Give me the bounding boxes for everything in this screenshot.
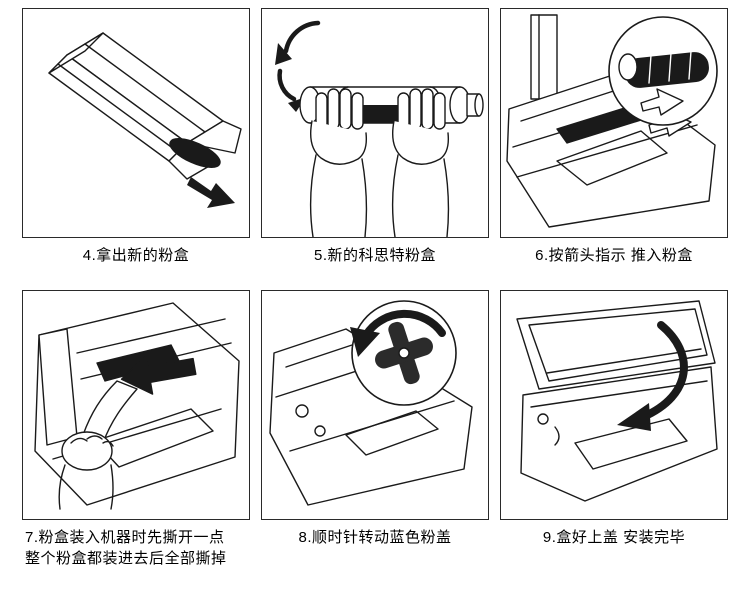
step-6-illustration-frame bbox=[500, 8, 728, 238]
step-9-illustration-frame bbox=[500, 290, 728, 520]
step-panel-7: 7.粉盒装入机器时先撕开一点 整个粉盒都装进去后全部撕掉 bbox=[22, 290, 250, 569]
steps-row-top: 4.拿出新的粉盒 bbox=[22, 8, 728, 266]
roller-drawing bbox=[625, 52, 709, 88]
step-6-drawing bbox=[506, 14, 718, 228]
rotate-arrow-icon bbox=[362, 309, 446, 339]
step-panel-6: 6.按箭头指示 推入粉盒 bbox=[500, 8, 728, 266]
step-panel-9: 9.盒好上盖 安装完毕 bbox=[500, 290, 728, 569]
step-7-caption: 7.粉盒装入机器时先撕开一点 整个粉盒都装进去后全部撕掉 bbox=[22, 527, 250, 569]
step-5-caption: 5.新的科思特粉盒 bbox=[313, 247, 436, 264]
step-5-drawing bbox=[275, 20, 484, 237]
step-8-caption: 8.顺时针转动蓝色粉盖 bbox=[298, 529, 452, 546]
step-4-caption: 4.拿出新的粉盒 bbox=[82, 247, 190, 264]
top-cover-drawing bbox=[516, 300, 716, 390]
step-panel-8: 8.顺时针转动蓝色粉盖 bbox=[261, 290, 489, 569]
step-7-drawing bbox=[34, 302, 240, 510]
step-5-illustration-frame bbox=[261, 8, 489, 238]
steps-row-bottom: 7.粉盒装入机器时先撕开一点 整个粉盒都装进去后全部撕掉 bbox=[22, 290, 728, 569]
step-9-caption: 9.盒好上盖 安装完毕 bbox=[542, 529, 686, 546]
printer-drawing bbox=[269, 328, 473, 506]
inset-arrow-icon bbox=[640, 88, 684, 116]
step-7-caption-line-1: 7.粉盒装入机器时先撕开一点 bbox=[25, 529, 225, 546]
magnifier-inset bbox=[350, 300, 457, 406]
step-panel-4: 4.拿出新的粉盒 bbox=[22, 8, 250, 266]
hands-drawing bbox=[309, 88, 450, 237]
hand-pulling-tape-drawing bbox=[58, 380, 138, 510]
close-cover-arrow-icon bbox=[617, 321, 688, 431]
step-6-caption: 6.按箭头指示 推入粉盒 bbox=[535, 247, 693, 264]
step-panel-5: 5.新的科思特粉盒 bbox=[261, 8, 489, 266]
step-4-drawing bbox=[48, 32, 242, 208]
step-7-caption-line-2: 整个粉盒都装进去后全部撕掉 bbox=[25, 550, 227, 567]
insert-direction-arrow-icon bbox=[120, 353, 197, 395]
step-7-illustration-frame bbox=[22, 290, 250, 520]
step-8-illustration-frame bbox=[261, 290, 489, 520]
step-8-drawing bbox=[269, 300, 473, 506]
toner-carton-drawing bbox=[48, 32, 242, 180]
step-4-illustration-frame bbox=[22, 8, 250, 238]
magnifier-inset bbox=[608, 16, 718, 126]
pull-out-arrow-icon bbox=[187, 177, 235, 208]
step-9-drawing bbox=[516, 300, 718, 502]
cartridge-handle-drawing bbox=[169, 138, 221, 168]
printer-drawing bbox=[34, 302, 240, 506]
